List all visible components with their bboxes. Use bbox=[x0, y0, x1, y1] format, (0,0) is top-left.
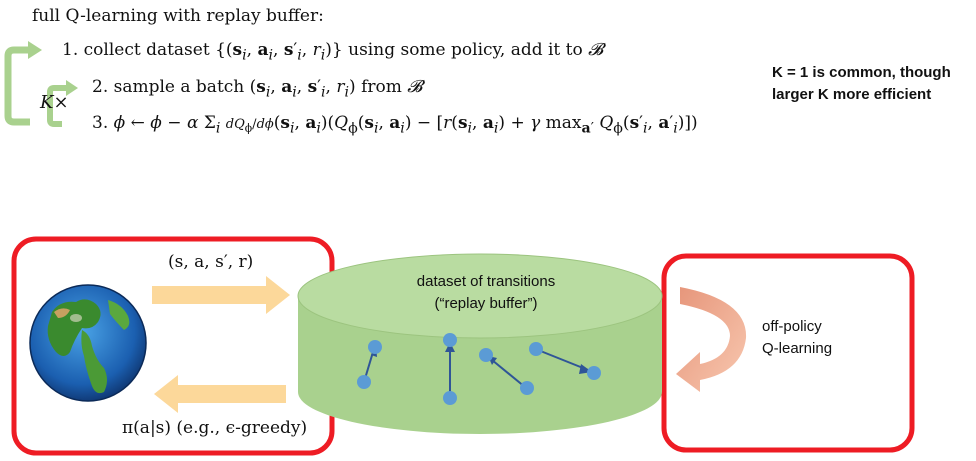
policy-arrow bbox=[154, 375, 286, 413]
inner-loop-arrow bbox=[47, 80, 78, 127]
transition-tuple-label: (s, a, s′, r) bbox=[168, 252, 254, 272]
replay-buffer-label-line-1: dataset of transitions bbox=[416, 273, 556, 290]
q-learning-label: off-policy Q-learning bbox=[762, 316, 832, 360]
k-note: K = 1 is common, though larger K more ef… bbox=[772, 62, 951, 106]
replay-buffer-cylinder bbox=[297, 253, 663, 434]
q-learning-curved-arrow bbox=[676, 287, 747, 392]
loop-count-label: K× bbox=[40, 92, 69, 113]
outer-loop-arrow bbox=[4, 41, 42, 126]
transition-samples bbox=[357, 333, 601, 405]
transition-4 bbox=[529, 342, 601, 380]
earth-globe-icon bbox=[29, 284, 147, 402]
q-learning-box bbox=[661, 253, 915, 453]
k-note-line-1: K = 1 is common, though bbox=[772, 64, 951, 81]
transition-1 bbox=[357, 340, 382, 389]
algorithm-step-3: 3. ϕ ← ϕ − α Σi dQϕ/dϕ(si, ai)(Qϕ(si, ai… bbox=[92, 113, 698, 137]
replay-buffer-label: dataset of transitions (“replay buffer”) bbox=[386, 271, 586, 315]
q-learning-label-line-1: off-policy bbox=[762, 318, 822, 335]
algorithm-title: full Q-learning with replay buffer: bbox=[32, 6, 324, 26]
transition-3 bbox=[479, 348, 534, 395]
q-learning-label-line-2: Q-learning bbox=[762, 340, 833, 357]
transitions-arrow bbox=[152, 276, 290, 314]
policy-label: π(a|s) (e.g., ϵ-greedy) bbox=[122, 418, 308, 438]
k-note-line-2: larger K more efficient bbox=[772, 86, 932, 103]
transition-2 bbox=[443, 333, 457, 405]
replay-buffer-label-line-2: (“replay buffer”) bbox=[434, 295, 538, 312]
algorithm-step-2: 2. sample a batch (si, ai, s′i, ri) from… bbox=[92, 77, 423, 101]
algorithm-step-1: 1. collect dataset {(si, ai, s′i, ri)} u… bbox=[62, 40, 604, 64]
